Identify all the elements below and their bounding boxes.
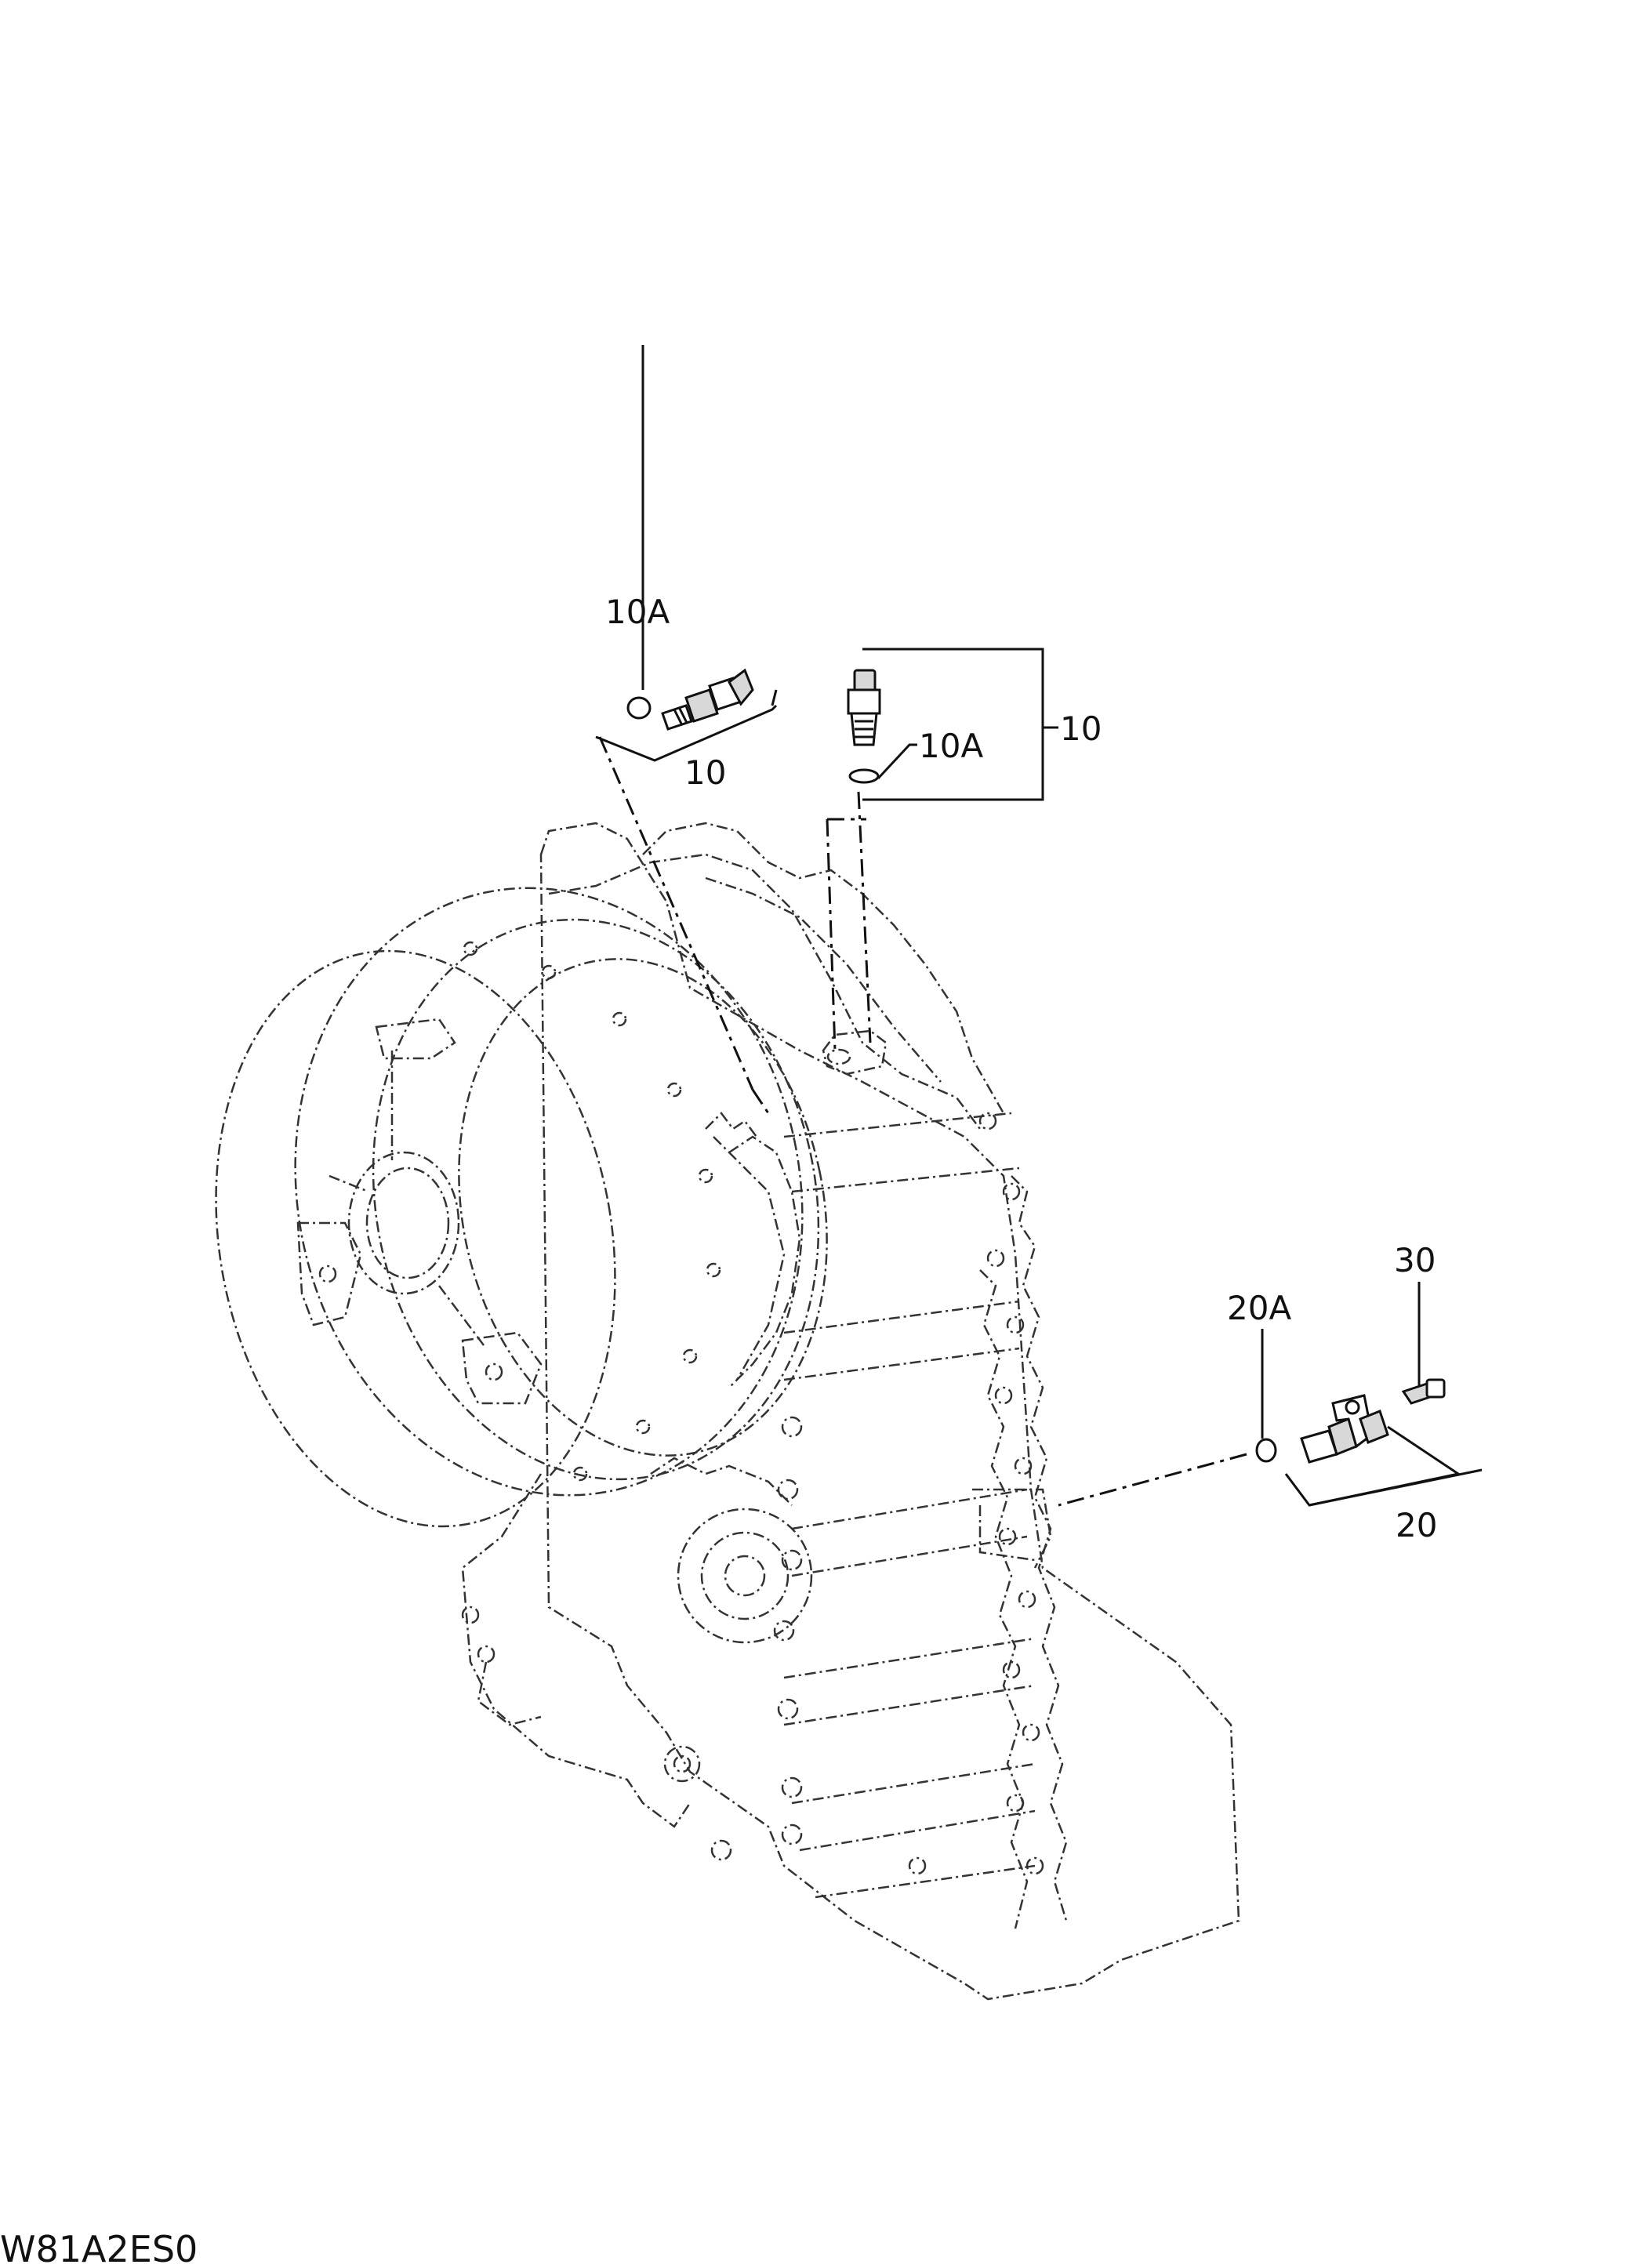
- callout-10-right: 10: [1060, 709, 1102, 748]
- transmission-housing: [461, 822, 1240, 2001]
- callout-10a-right: 10A: [919, 727, 983, 765]
- sensor-10-left: [626, 668, 754, 731]
- housing-bolt-holes: [461, 1112, 1044, 1875]
- callout-10-left: 10: [684, 753, 726, 792]
- sensor-10-top: [847, 669, 881, 784]
- callout-30: 30: [1394, 1241, 1436, 1279]
- speed-sensor-20: [1255, 1394, 1389, 1464]
- leader-lines: [595, 345, 1483, 1507]
- bolt-30: [1401, 1378, 1446, 1405]
- converter-bell-housing: [215, 887, 828, 1528]
- figure-code: W81A2ES0: [0, 2228, 198, 2268]
- callout-10a-top: 10A: [605, 593, 670, 631]
- callout-labels: 10A 10 10A 10 20A 30 20: [605, 593, 1437, 1544]
- callout-20a: 20A: [1227, 1289, 1291, 1327]
- callout-20: 20: [1396, 1506, 1437, 1544]
